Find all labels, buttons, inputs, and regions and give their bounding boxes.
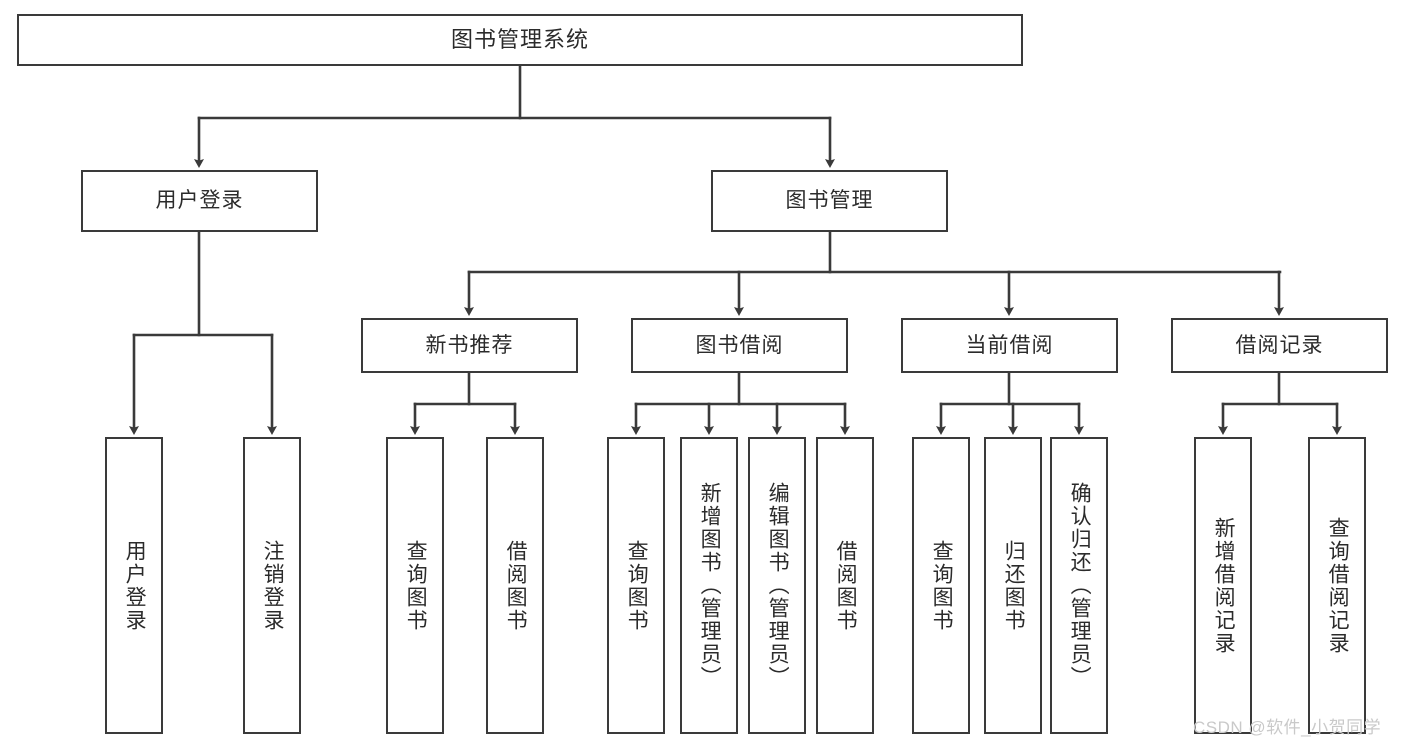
node-book-borrow[interactable]: 图书借阅 xyxy=(631,318,848,373)
node-new-book-recommend[interactable]: 新书推荐 xyxy=(361,318,578,373)
leaf-query-borrow-record[interactable]: 查询借阅记录 xyxy=(1308,437,1366,734)
leaf-query-book-1-label: 查询图书 xyxy=(404,539,428,632)
node-user-login-label: 用户登录 xyxy=(155,189,244,213)
node-user-login[interactable]: 用户登录 xyxy=(81,170,318,232)
leaf-query-book-1[interactable]: 查询图书 xyxy=(386,437,444,734)
leaf-user-logout[interactable]: 注销登录 xyxy=(243,437,301,734)
leaf-user-login-label: 用户登录 xyxy=(123,539,147,632)
leaf-add-borrow-record-label: 新增借阅记录 xyxy=(1212,516,1236,655)
node-new-book-recommend-label: 新书推荐 xyxy=(425,333,514,357)
leaf-return-book-label: 归还图书 xyxy=(1002,539,1026,632)
node-book-management[interactable]: 图书管理 xyxy=(711,170,948,232)
node-borrow-records[interactable]: 借阅记录 xyxy=(1171,318,1388,373)
leaf-confirm-return-label: 确认归还（管理员） xyxy=(1068,482,1092,689)
node-borrow-records-label: 借阅记录 xyxy=(1235,333,1324,357)
node-current-borrow-label: 当前借阅 xyxy=(965,333,1054,357)
leaf-add-borrow-record[interactable]: 新增借阅记录 xyxy=(1194,437,1252,734)
leaf-add-book-label: 新增图书（管理员） xyxy=(698,482,722,689)
leaf-query-book-2[interactable]: 查询图书 xyxy=(607,437,665,734)
leaf-query-book-2-label: 查询图书 xyxy=(625,539,649,632)
node-root-label: 图书管理系统 xyxy=(450,26,589,52)
leaf-add-book[interactable]: 新增图书（管理员） xyxy=(680,437,738,734)
leaf-user-logout-label: 注销登录 xyxy=(261,539,285,632)
leaf-edit-book[interactable]: 编辑图书（管理员） xyxy=(748,437,806,734)
leaf-query-borrow-record-label: 查询借阅记录 xyxy=(1326,516,1350,655)
leaf-query-book-3[interactable]: 查询图书 xyxy=(912,437,970,734)
leaf-borrow-book-2[interactable]: 借阅图书 xyxy=(816,437,874,734)
node-current-borrow[interactable]: 当前借阅 xyxy=(901,318,1118,373)
leaf-return-book[interactable]: 归还图书 xyxy=(984,437,1042,734)
node-book-management-label: 图书管理 xyxy=(785,189,874,213)
leaf-user-login[interactable]: 用户登录 xyxy=(105,437,163,734)
leaf-confirm-return[interactable]: 确认归还（管理员） xyxy=(1050,437,1108,734)
node-root[interactable]: 图书管理系统 xyxy=(17,14,1023,66)
leaf-edit-book-label: 编辑图书（管理员） xyxy=(766,482,790,689)
leaf-borrow-book-2-label: 借阅图书 xyxy=(834,539,858,632)
leaf-borrow-book-1[interactable]: 借阅图书 xyxy=(486,437,544,734)
leaf-borrow-book-1-label: 借阅图书 xyxy=(504,539,528,632)
leaf-query-book-3-label: 查询图书 xyxy=(930,539,954,632)
node-book-borrow-label: 图书借阅 xyxy=(695,333,784,357)
